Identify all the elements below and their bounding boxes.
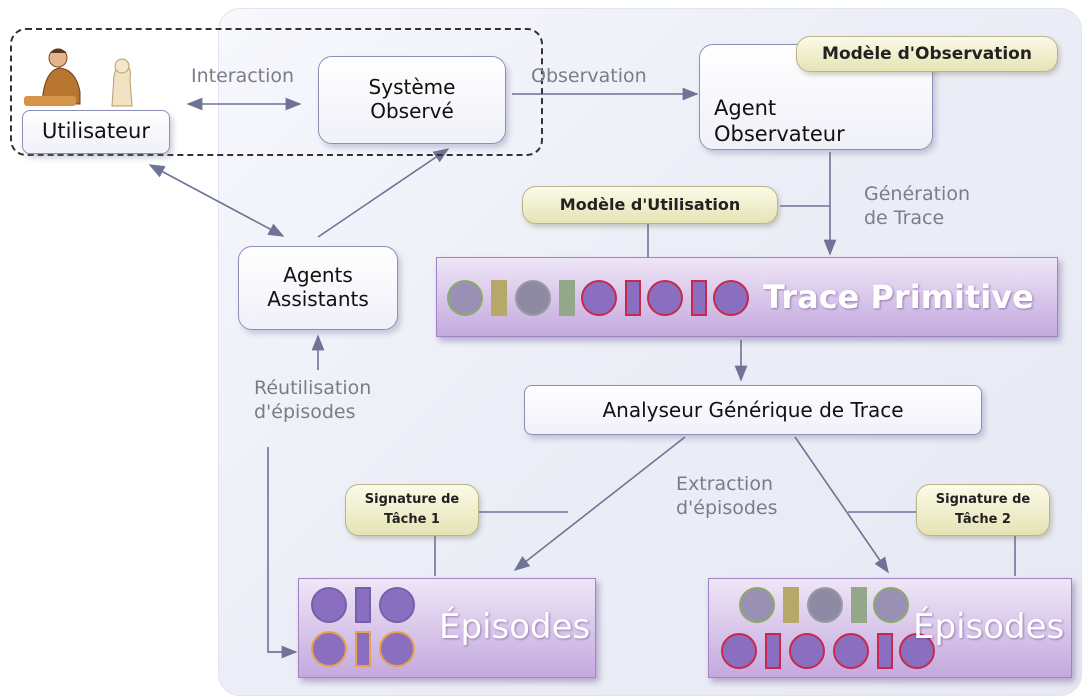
trace-primitive-band: Trace Primitive [436,257,1058,337]
trace-glyph-bar [625,280,641,316]
trace-glyph-circle [515,280,551,316]
trace-glyph-bar [491,280,507,316]
interaction-label: Interaction [191,65,295,87]
episodes-right-band: Épisodes [708,578,1072,678]
episodes-left-band: Épisodes [298,578,596,678]
extraction-arrow-right [794,436,889,574]
modele-observation-note: Modèle d'Observation [796,36,1058,72]
episode-glyph-circle [739,587,775,623]
episode-glyph-circle [379,631,415,667]
agents-assistants-label: Agents Assistants [267,263,369,311]
trace-glyph-circle [713,280,749,316]
systeme-observe-label: Système Observé [368,75,456,123]
signature-1-note: Signature de Tâche 1 [345,484,479,536]
assistants-system-arrow [317,148,450,238]
observed-environment-frame [10,28,543,156]
systeme-observe-box: Système Observé [318,56,506,144]
observation-label: Observation [531,65,647,87]
signature-2-note: Signature de Tâche 2 [916,484,1050,536]
extraction-label: Extraction d'épisodes [676,473,778,519]
episode-glyph-bar [851,587,867,623]
trace-primitive-title: Trace Primitive [763,278,1034,316]
episode-glyph-circle [311,631,347,667]
episode-glyph-bar [783,587,799,623]
extraction-arrow-left [513,436,686,571]
generation-label: Génération de Trace [864,183,970,229]
episodes-right-title: Épisodes [913,607,1065,647]
modele-utilisation-note: Modèle d'Utilisation [522,186,778,224]
episode-glyph-circle [899,633,935,669]
episodes-left-title: Épisodes [439,607,591,647]
episode-glyph-bar [877,633,893,669]
user-assistants-arrow [148,164,285,237]
episode-glyph-bar [355,631,371,667]
reuse-arrow [267,447,295,653]
agents-assistants-box: Agents Assistants [238,246,398,330]
episode-glyph-circle [721,633,757,669]
episode-glyph-circle [789,633,825,669]
utilisateur-box: Utilisateur [22,110,170,154]
utilisateur-label: Utilisateur [41,119,150,143]
analyseur-box: Analyseur Générique de Trace [524,385,982,435]
episode-glyph-circle [807,587,843,623]
episode-glyph-circle [873,587,909,623]
user-figure-icon [18,44,143,116]
trace-glyph-bar [691,280,707,316]
trace-glyph-circle [581,280,617,316]
reutilisation-label: Réutilisation d'épisodes [254,377,372,423]
episode-glyph-circle [833,633,869,669]
analyseur-label: Analyseur Générique de Trace [602,398,904,422]
episode-glyph-circle [311,587,347,623]
episode-glyph-circle [379,587,415,623]
episode-glyph-bar [765,633,781,669]
trace-glyph-circle [647,280,683,316]
agent-observateur-label: Agent Observateur [714,96,845,146]
trace-glyph-circle [447,280,483,316]
episode-glyph-bar [355,587,371,623]
trace-glyph-bar [559,280,575,316]
